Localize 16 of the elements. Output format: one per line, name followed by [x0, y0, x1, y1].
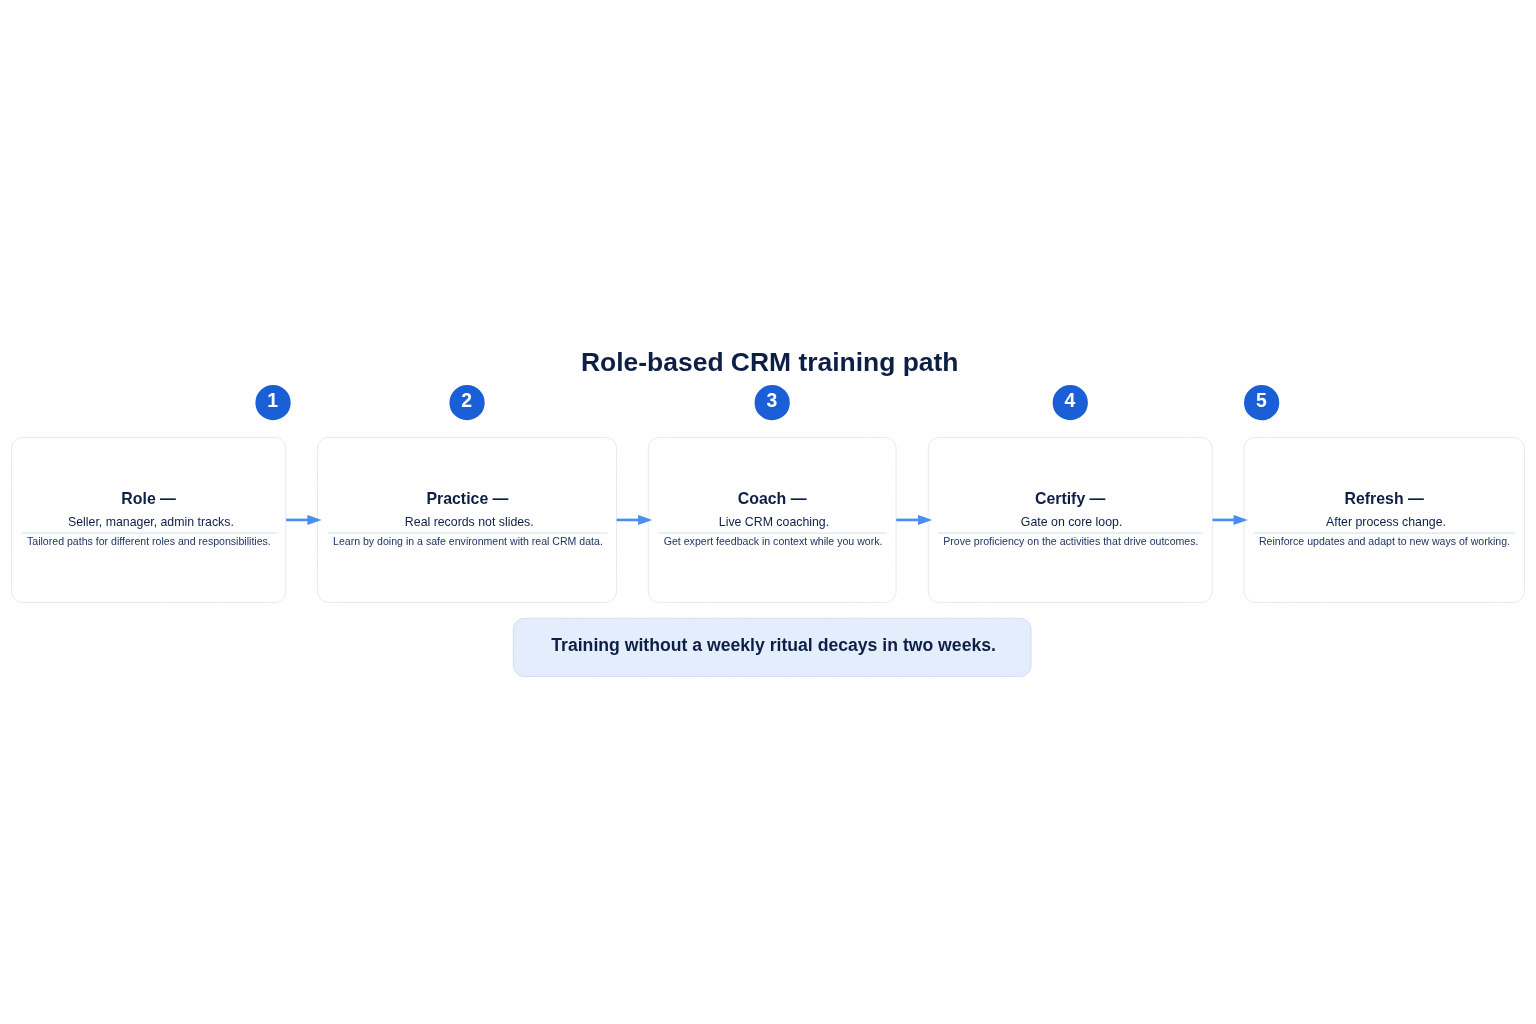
arrow — [286, 515, 322, 525]
node-box: Training without a weekly ritual decays in two weeks. — [512, 617, 1032, 677]
node-box: Practice — Real records not slides. Learn by doing in a safe environment with real CRM data. — [317, 437, 617, 603]
node-circle: 5 — [1241, 382, 1282, 423]
node-circle: 1 — [252, 382, 294, 423]
diagram-title: Role-based CRM training path — [581, 347, 959, 378]
node-box: Refresh — After process change. Reinforce updates and adapt to new ways of working. — [1243, 437, 1525, 603]
node-box: Role — Seller, manager, admin tracks. Tailored paths for different roles and responsibilities. — [11, 437, 287, 603]
node-circle: 3 — [751, 382, 793, 423]
arrow — [616, 515, 653, 525]
node-box: Coach — Live CRM coaching. Get expert feedback in context while you work. — [647, 437, 897, 603]
arrow — [1212, 515, 1248, 525]
arrow — [896, 515, 933, 525]
node-box: Certify — Gate on core loop. Prove proficiency on the activities that drive outcomes. — [927, 437, 1213, 603]
node-circle: 2 — [446, 382, 488, 423]
node-circle: 4 — [1050, 382, 1091, 423]
